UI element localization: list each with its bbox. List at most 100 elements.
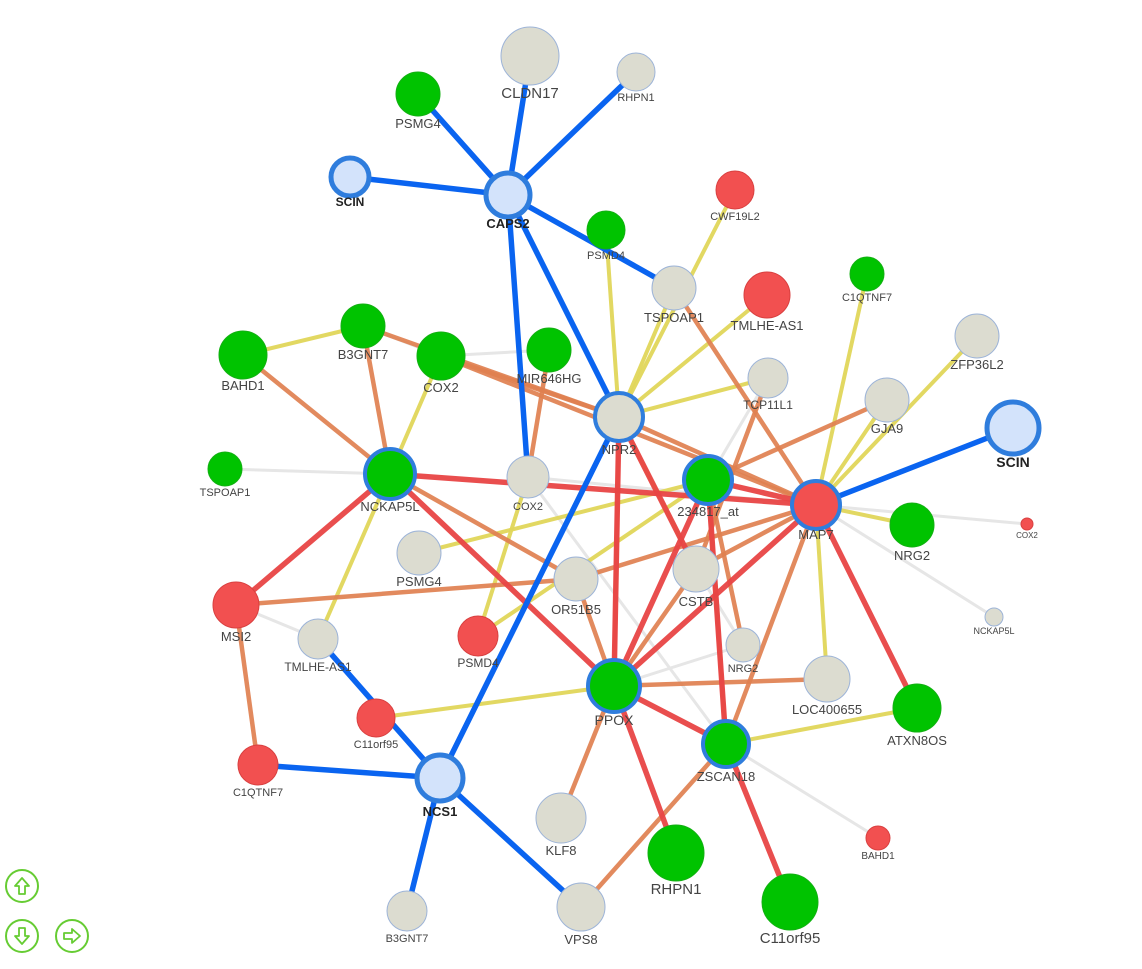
edge-NPR2-NCS1[interactable] — [437, 414, 622, 781]
node-circle[interactable] — [396, 530, 442, 576]
node-circle[interactable] — [647, 824, 705, 882]
node-circle[interactable] — [865, 825, 891, 851]
node-circle[interactable] — [207, 451, 243, 487]
edge-MAP7-LOC400655[interactable] — [814, 503, 829, 681]
node-CWF19L2[interactable]: CWF19L2 — [710, 170, 760, 223]
node-PSMD4_mid[interactable]: PSMD4 — [457, 615, 499, 670]
node-C11orf95_small[interactable]: C11orf95 — [354, 698, 398, 751]
edge-MAP7-NCKAP5L_small[interactable] — [814, 503, 996, 619]
node-MAP7[interactable]: MAP7 — [790, 479, 842, 542]
node-234817_at[interactable]: 234817_at — [677, 454, 739, 519]
node-C11orf95_big[interactable]: C11orf95 — [760, 873, 821, 947]
node-circle[interactable] — [526, 327, 572, 373]
node-circle[interactable] — [803, 655, 851, 703]
node-circle[interactable] — [586, 658, 642, 714]
node-BAHD1_small[interactable]: BAHD1 — [861, 825, 895, 862]
edge-PPOX-234817_at[interactable] — [611, 477, 711, 689]
node-circle[interactable] — [747, 357, 789, 399]
node-circle[interactable] — [340, 303, 386, 349]
edge-ZSCAN18-ATXN8OS[interactable] — [724, 706, 919, 746]
edge-GJA9-234817_at[interactable] — [705, 397, 890, 483]
edge-PPOX-RHPN1_bottom[interactable] — [611, 683, 679, 856]
node-RHPN1_bottom[interactable]: RHPN1 — [647, 824, 705, 898]
edge-NCS1-VPS8[interactable] — [437, 775, 584, 910]
edge-MSI2-OR51B5[interactable] — [233, 576, 579, 608]
node-circle[interactable] — [593, 391, 645, 443]
node-circle[interactable] — [363, 447, 417, 501]
edge-NPR2-CSTB[interactable] — [616, 414, 699, 572]
node-GJA9[interactable]: GJA9 — [864, 377, 910, 436]
node-CSTB[interactable]: CSTB — [672, 545, 720, 609]
edge-PPOX-NPR2[interactable] — [611, 414, 622, 689]
edge-ZFP36L2-MAP7[interactable] — [814, 334, 979, 507]
node-NRG2_mid[interactable]: NRG2 — [725, 627, 761, 675]
node-circle[interactable] — [651, 265, 697, 311]
node-circle[interactable] — [483, 170, 533, 220]
node-circle[interactable] — [864, 377, 910, 423]
node-NCS1[interactable]: NCS1 — [414, 752, 466, 819]
node-TCP11L1[interactable]: TCP11L1 — [743, 357, 793, 412]
edge-MSI2-C1QTNF7_left[interactable] — [233, 602, 261, 768]
edge-CAPS2-RHPN1_top[interactable] — [505, 69, 639, 198]
node-circle[interactable] — [297, 618, 339, 660]
edge-TSPOAP1_top-MAP7[interactable] — [671, 285, 819, 508]
node-B3GNT7_bottom[interactable]: B3GNT7 — [386, 890, 429, 945]
node-NPR2[interactable]: NPR2 — [593, 391, 645, 457]
node-circle[interactable] — [535, 792, 587, 844]
edge-ZSCAN18-VPS8[interactable] — [578, 741, 729, 910]
node-circle[interactable] — [984, 607, 1004, 627]
edge-C1QTNF7_top-MAP7[interactable] — [814, 272, 869, 507]
node-MIR646HG[interactable]: MIR646HG — [516, 327, 582, 386]
node-B3GNT7_top[interactable]: B3GNT7 — [338, 303, 389, 362]
node-TMLHE_AS1_top[interactable]: TMLHE-AS1 — [731, 271, 804, 333]
node-CAPS2[interactable]: CAPS2 — [483, 170, 533, 231]
node-NRG2_right[interactable]: NRG2 — [889, 502, 935, 563]
node-SCIN_right[interactable]: SCIN — [984, 399, 1042, 470]
node-C1QTNF7_left[interactable]: C1QTNF7 — [233, 744, 283, 799]
node-circle[interactable] — [586, 210, 626, 250]
edge-CAPS2-SCIN_left[interactable] — [347, 174, 511, 198]
node-circle[interactable] — [237, 744, 279, 786]
node-LOC400655[interactable]: LOC400655 — [792, 655, 862, 717]
edge-MAP7-SCIN_right[interactable] — [813, 425, 1016, 508]
edge-234817_at-NRG2_mid[interactable] — [705, 477, 746, 648]
edge-MAP7-ATXN8OS[interactable] — [813, 502, 920, 711]
pan-down-button[interactable] — [5, 919, 39, 953]
node-circle[interactable] — [715, 170, 755, 210]
node-circle[interactable] — [556, 882, 606, 932]
edge-NCKAP5L-MSI2[interactable] — [233, 471, 393, 608]
node-BAHD1_left[interactable]: BAHD1 — [218, 330, 268, 393]
node-TSPOAP1_top[interactable]: TSPOAP1 — [644, 265, 704, 325]
node-NCKAP5L_small[interactable]: NCKAP5L — [973, 607, 1015, 636]
node-TMLHE_AS1_mid[interactable]: TMLHE-AS1 — [284, 618, 352, 674]
node-circle[interactable] — [414, 752, 466, 804]
node-ZSCAN18[interactable]: ZSCAN18 — [697, 719, 756, 784]
node-circle[interactable] — [849, 256, 885, 292]
node-NCKAP5L[interactable]: NCKAP5L — [360, 447, 420, 514]
edge-PSMD4_mid-234817_at[interactable] — [476, 478, 710, 638]
edge-CAPS2-NPR2[interactable] — [505, 192, 622, 420]
edge-NCKAP5L-TMLHE_AS1_mid[interactable] — [316, 472, 392, 641]
node-ZFP36L2[interactable]: ZFP36L2 — [950, 313, 1004, 372]
edge-CAPS2-COX2_grey[interactable] — [505, 192, 531, 480]
edge-NCKAP5L-PPOX[interactable] — [387, 471, 617, 689]
node-circle[interactable] — [218, 330, 268, 380]
node-COX2_small[interactable]: COX2 — [1016, 517, 1038, 540]
node-circle[interactable] — [553, 556, 599, 602]
node-circle[interactable] — [386, 890, 428, 932]
node-MSI2[interactable]: MSI2 — [212, 581, 260, 644]
node-circle[interactable] — [761, 873, 819, 931]
node-circle[interactable] — [395, 71, 441, 117]
edge-COX2_grey-ZSCAN18[interactable] — [526, 475, 728, 746]
node-circle[interactable] — [1020, 517, 1034, 531]
node-OR51B5[interactable]: OR51B5 — [551, 556, 601, 617]
edge-NCS1-C1QTNF7_left[interactable] — [255, 762, 443, 781]
edge-BAHD1_left-NCKAP5L[interactable] — [240, 352, 393, 477]
node-PSMG4_mid[interactable]: PSMG4 — [396, 530, 442, 589]
node-COX2_grey[interactable]: COX2 — [506, 455, 550, 513]
edge-C11orf95_small-PPOX[interactable] — [374, 684, 616, 720]
pan-right-button[interactable] — [55, 919, 89, 953]
node-circle[interactable] — [506, 455, 550, 499]
edge-MAP7-ZSCAN18[interactable] — [723, 502, 819, 747]
